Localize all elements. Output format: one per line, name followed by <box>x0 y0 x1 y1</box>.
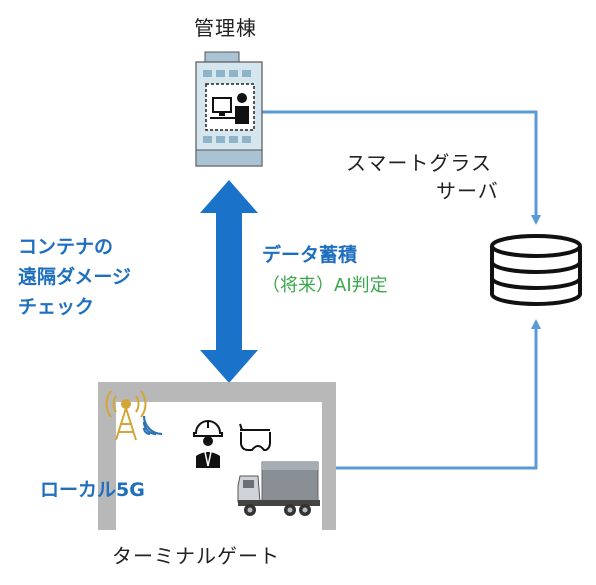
terminal-gate-frame <box>98 382 336 530</box>
signal-waves-icon <box>142 415 163 436</box>
terminal-gate-label: ターミナルゲート <box>112 544 280 568</box>
container-check-label-line2: 遠隔ダメージ <box>18 266 132 288</box>
antenna-icon <box>105 390 147 441</box>
gate-to-server-connector <box>322 319 541 470</box>
container-check-label-line1: コンテナの <box>18 236 114 258</box>
worker-icon <box>193 420 223 468</box>
database-icon <box>490 234 582 306</box>
smartglass-server-label-line1: スマートグラス <box>346 151 492 175</box>
smartglasses-icon <box>239 423 271 451</box>
office-building-icon <box>195 51 263 167</box>
admin-building-label: 管理棟 <box>194 16 257 40</box>
container-check-label-line3: チェック <box>18 296 95 318</box>
data-storage-label: データ蓄積 <box>262 244 358 266</box>
ai-judgement-label: （将来）AI判定 <box>262 275 388 296</box>
double-arrow <box>200 180 258 383</box>
smartglass-server-label-line2: サーバ <box>436 179 499 203</box>
local-5g-label: ローカル5G <box>40 479 145 501</box>
truck-icon <box>237 461 320 516</box>
building-to-server-connector <box>262 110 541 225</box>
